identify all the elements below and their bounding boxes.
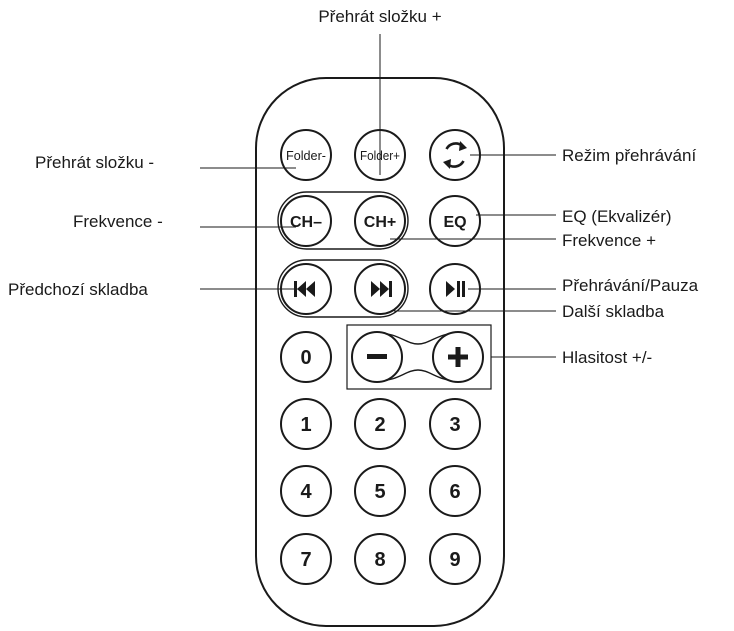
- label-play-pause: Přehrávání/Pauza: [562, 276, 699, 295]
- folder-minus-label: Folder-: [286, 148, 326, 163]
- minus-icon: [367, 354, 387, 359]
- eq-label: EQ: [443, 214, 466, 231]
- digit-7-label: 7: [300, 549, 311, 571]
- volume-connector-bottom: [377, 369, 459, 382]
- folder-minus-button[interactable]: Folder-: [280, 129, 332, 181]
- skip-next-icon: [371, 281, 392, 297]
- digit-1-label: 1: [300, 414, 311, 436]
- plus-icon: [448, 347, 468, 367]
- label-play-folder-plus: Přehrát složku +: [318, 7, 441, 26]
- label-play-folder-minus: Přehrát složku -: [35, 153, 154, 172]
- label-play-mode: Režim přehrávání: [562, 146, 696, 165]
- play-mode-button[interactable]: [429, 129, 481, 181]
- digit-4-button[interactable]: 4: [280, 465, 332, 517]
- digit-6-label: 6: [449, 481, 460, 503]
- ch-plus-label: CH+: [364, 214, 396, 231]
- ch-plus-button[interactable]: CH+: [354, 195, 406, 247]
- volume-connector-top: [377, 332, 459, 345]
- digit-5-button[interactable]: 5: [354, 465, 406, 517]
- digit-9-label: 9: [449, 549, 460, 571]
- volume-up-button[interactable]: [432, 331, 484, 383]
- digit-9-button[interactable]: 9: [429, 533, 481, 585]
- digit-6-button[interactable]: 6: [429, 465, 481, 517]
- digit-3-button[interactable]: 3: [429, 398, 481, 450]
- label-previous-track: Předchozí skladba: [8, 280, 148, 299]
- label-frequency-minus: Frekvence -: [73, 212, 163, 231]
- ch-minus-button[interactable]: CH–: [280, 195, 332, 247]
- repeat-cycle-icon: [443, 141, 467, 169]
- digit-8-label: 8: [374, 549, 385, 571]
- previous-track-button[interactable]: [280, 263, 332, 315]
- digit-8-button[interactable]: 8: [354, 533, 406, 585]
- eq-button[interactable]: EQ: [429, 195, 481, 247]
- digit-7-button[interactable]: 7: [280, 533, 332, 585]
- ch-minus-label: CH–: [290, 214, 322, 231]
- digit-0-label: 0: [300, 347, 311, 369]
- label-next-track: Další skladba: [562, 302, 665, 321]
- digit-3-label: 3: [449, 414, 460, 436]
- digit-0-button[interactable]: 0: [280, 331, 332, 383]
- label-eq: EQ (Ekvalizér): [562, 207, 672, 226]
- digit-1-button[interactable]: 1: [280, 398, 332, 450]
- next-track-button[interactable]: [354, 263, 406, 315]
- label-frequency-plus: Frekvence +: [562, 231, 656, 250]
- digit-4-label: 4: [300, 481, 312, 503]
- digit-5-label: 5: [374, 481, 385, 503]
- channel-button-group: [277, 191, 409, 250]
- digit-2-button[interactable]: 2: [354, 398, 406, 450]
- play-pause-icon: [446, 281, 465, 297]
- digit-2-label: 2: [374, 414, 385, 436]
- label-volume: Hlasitost +/-: [562, 348, 652, 367]
- volume-down-button[interactable]: [351, 331, 403, 383]
